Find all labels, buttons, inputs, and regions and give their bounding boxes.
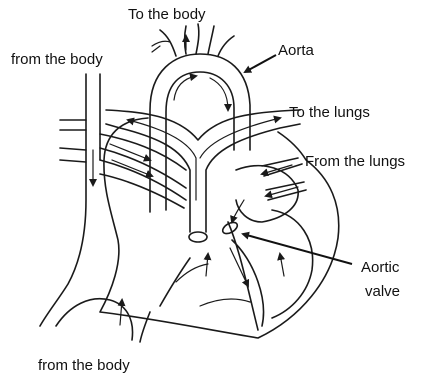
aorta-leader-arrow [245,55,276,72]
septum [232,240,263,326]
vena-cava-up-arrow [120,300,122,325]
pulmonary-artery [106,110,300,242]
pulmonary-vein-2 [264,164,302,176]
small-vessel-2 [152,46,160,52]
pulmonary-vein-4 [268,190,306,200]
pulmonary-valve [189,232,207,242]
label-from-the-body-bottom: from the body [38,357,130,374]
carotid-artery-2 [208,26,214,54]
left-vessel-4 [60,160,86,162]
right-ventricle-inner [160,258,190,306]
vena-cava [40,74,150,342]
label-to-the-lungs: To the lungs [289,104,370,121]
label-aortic-valve-line1: Aortic [361,259,400,276]
carotid-artery [196,24,199,54]
right-ventricle-up-arrow [206,254,208,276]
label-aortic-valve-line2: valve [365,283,400,300]
pulmonary-vein-1 [262,158,298,166]
label-from-the-body-top: from the body [11,51,103,68]
left-vessel-arrow-2 [112,160,152,176]
subclavian-artery [218,36,234,56]
inferior-vena-cava-wall-2 [140,312,150,342]
brachiocephalic-artery [160,30,176,56]
left-ventricle-up-arrow [280,254,284,276]
aortic-valve-region [176,200,284,306]
label-aorta: Aorta [278,42,315,59]
to-lungs-right-arrow [200,118,280,158]
pulmonary-branch-top [106,110,300,140]
label-to-the-body: To the body [128,6,206,23]
superior-vena-cava-left-wall [40,74,86,326]
small-vessel [152,41,170,46]
ventricle-inner-curve [200,299,250,306]
label-from-the-lungs: From the lungs [305,153,405,170]
labels: To the body from the body Aorta To the l… [11,6,405,374]
pulmonary-veins [262,158,306,200]
left-vessel-3 [60,148,86,150]
left-vessel-6 [100,148,186,188]
aortic-valve-flow-arrow [232,200,244,222]
heart-outline [100,118,339,338]
